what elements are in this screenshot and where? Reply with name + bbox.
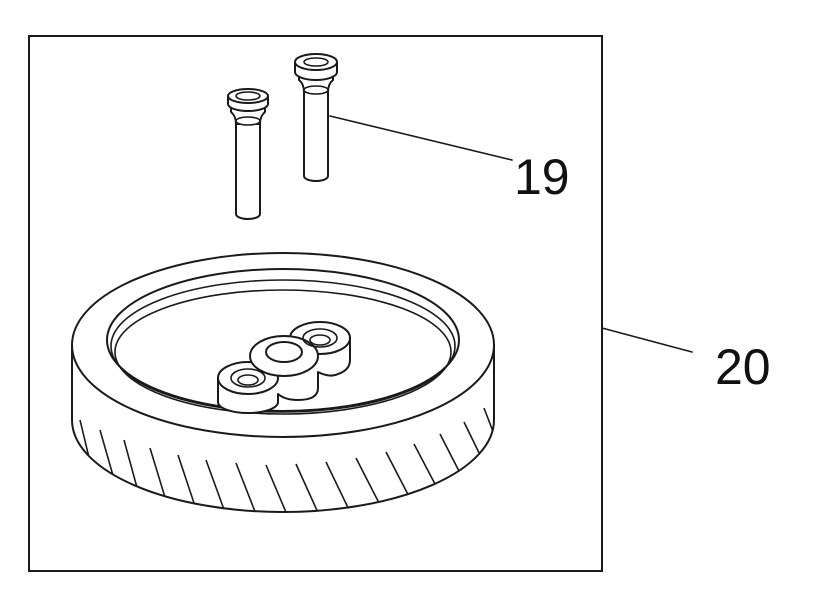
wheel — [71, 252, 495, 513]
frame-border — [28, 35, 603, 572]
leader-line-20 — [601, 327, 693, 353]
pin-left — [227, 88, 269, 220]
pin-right — [294, 53, 338, 182]
callout-19: 19 — [514, 149, 570, 205]
callout-20: 20 — [715, 339, 771, 395]
leader-line-19 — [329, 115, 513, 161]
hub — [217, 321, 351, 414]
